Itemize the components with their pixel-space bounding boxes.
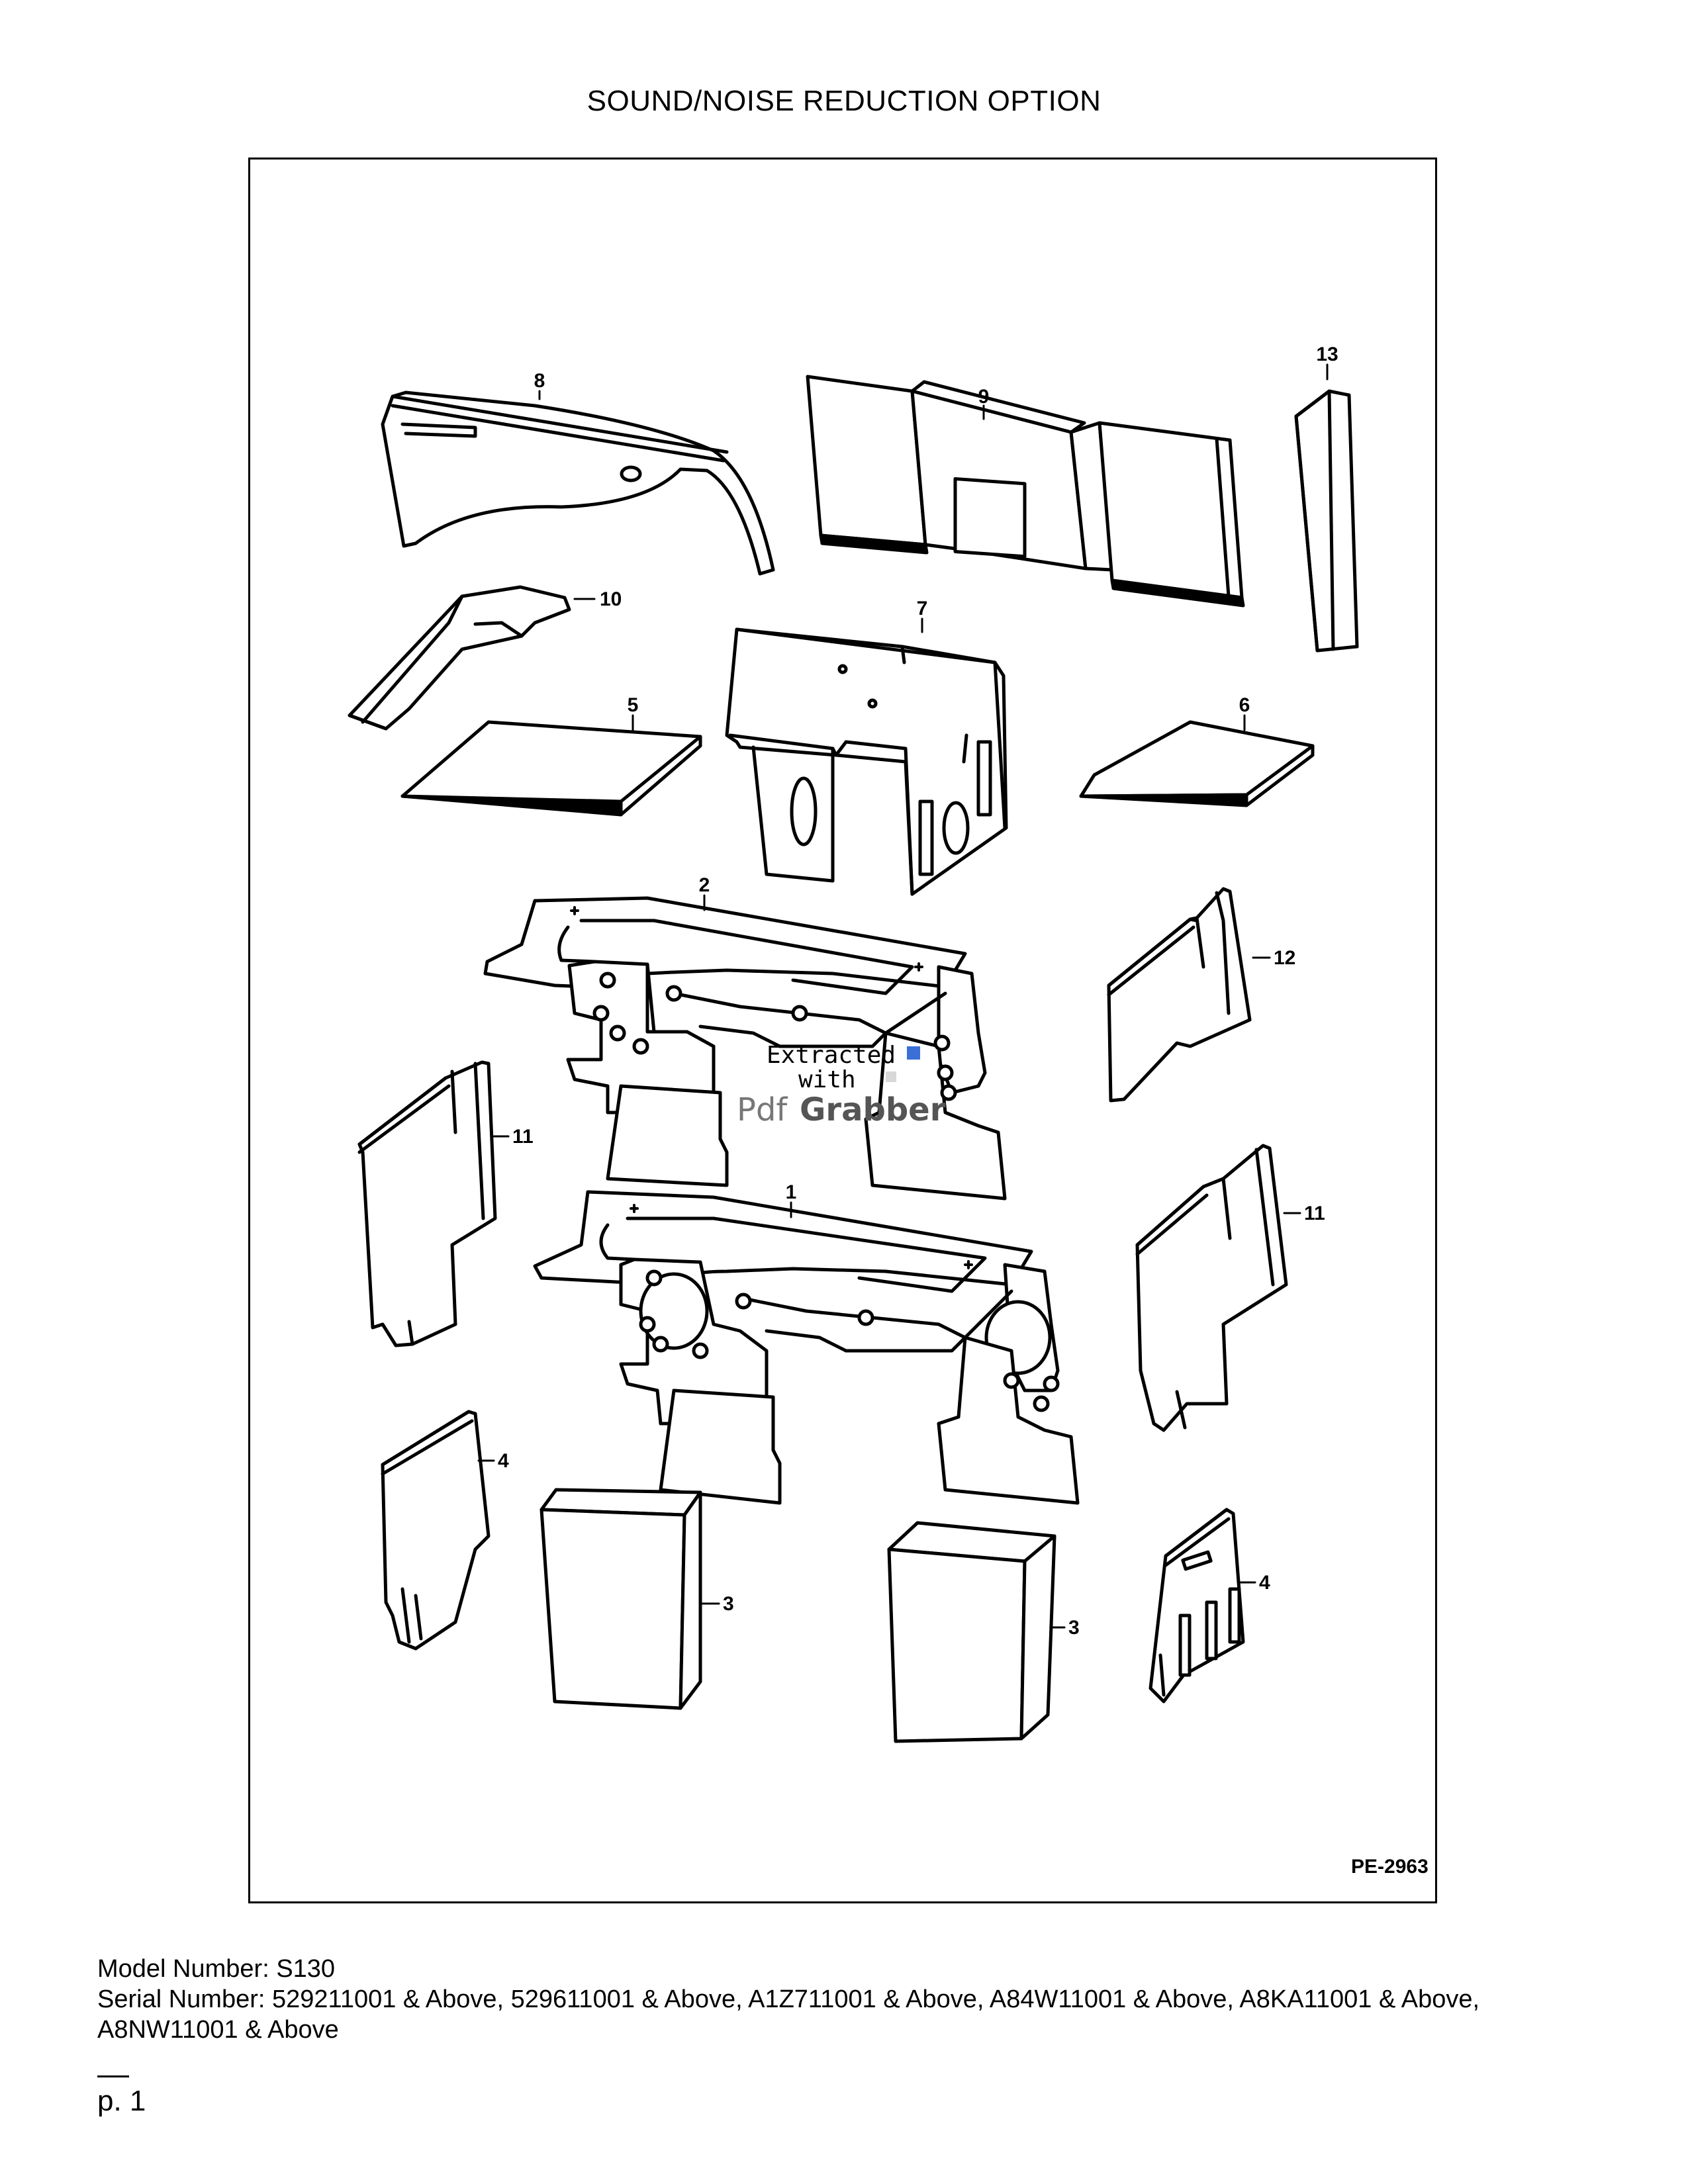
watermark-line2: with: [798, 1066, 856, 1093]
part-9-shape: [1149, 1508, 1245, 1704]
watermark-brand-pdf: Pdf: [737, 1091, 788, 1128]
callout-4-right: 6: [1239, 694, 1250, 716]
serial-numbers: Serial Number: 529211001 & Above, 529611…: [97, 1985, 1480, 2044]
callout-7: 9: [978, 386, 990, 408]
callout-labels: 9 8 13 10 7 5 6 2 12 11 1 11 4 4 3 3: [498, 343, 1338, 1639]
callout-2: 2: [699, 874, 710, 896]
callout-11-right: 11: [1304, 1203, 1325, 1224]
part-7-shape: [806, 375, 1245, 608]
figure-code: PE-2963: [1351, 1856, 1429, 1878]
callout-12: 12: [1274, 947, 1295, 969]
part-10-shape: [381, 1410, 491, 1651]
watermark-square-blue: [907, 1046, 920, 1060]
part-6-shape: [381, 390, 775, 576]
part-3-right-shape: [887, 1521, 1056, 1743]
part-1-shape: [533, 1190, 1080, 1505]
watermark-line1: Extracted: [767, 1042, 896, 1069]
part-8-shape: [348, 585, 571, 731]
callout-1: 1: [786, 1181, 797, 1203]
callout-8: 10: [600, 588, 622, 610]
callout-9: 4: [1259, 1572, 1270, 1594]
callout-3-left: 3: [723, 1593, 734, 1615]
part-5-shape: [725, 627, 1008, 896]
callout-3-right: 3: [1068, 1617, 1080, 1639]
callout-4-left: 5: [628, 694, 639, 716]
page-number: p. 1: [97, 2085, 146, 2117]
part-11-right-shape: [1135, 1144, 1288, 1432]
parts-diagram-frame: Extracted with Pdf Grabber: [248, 158, 1437, 1903]
part-4-right-shape: [1079, 720, 1315, 807]
part-13-shape: [1294, 389, 1359, 653]
callout-5: 7: [917, 598, 928, 619]
footer-rule: [97, 2075, 129, 2077]
leader-lines: [477, 363, 1329, 1629]
parts-diagram: Extracted with Pdf Grabber: [348, 343, 1429, 1878]
part-4-left-shape: [400, 720, 702, 817]
callout-13: 13: [1316, 343, 1338, 365]
watermark-brand-grabber: Grabber: [800, 1091, 946, 1128]
page-title: SOUND/NOISE REDUCTION OPTION: [586, 85, 1102, 117]
watermark-square-grey: [886, 1071, 896, 1082]
part-3-left-shape: [539, 1488, 702, 1710]
part-2-shape: [483, 896, 1007, 1201]
callout-10: 4: [498, 1450, 509, 1472]
callout-11-left: 11: [512, 1126, 534, 1148]
part-11-left-shape: [357, 1060, 497, 1347]
pdfgrabber-watermark: Extracted with Pdf Grabber: [737, 1042, 946, 1128]
callout-6: 8: [534, 370, 545, 392]
part-12-shape: [1107, 887, 1252, 1103]
model-number: Model Number: S130: [97, 1955, 336, 1983]
